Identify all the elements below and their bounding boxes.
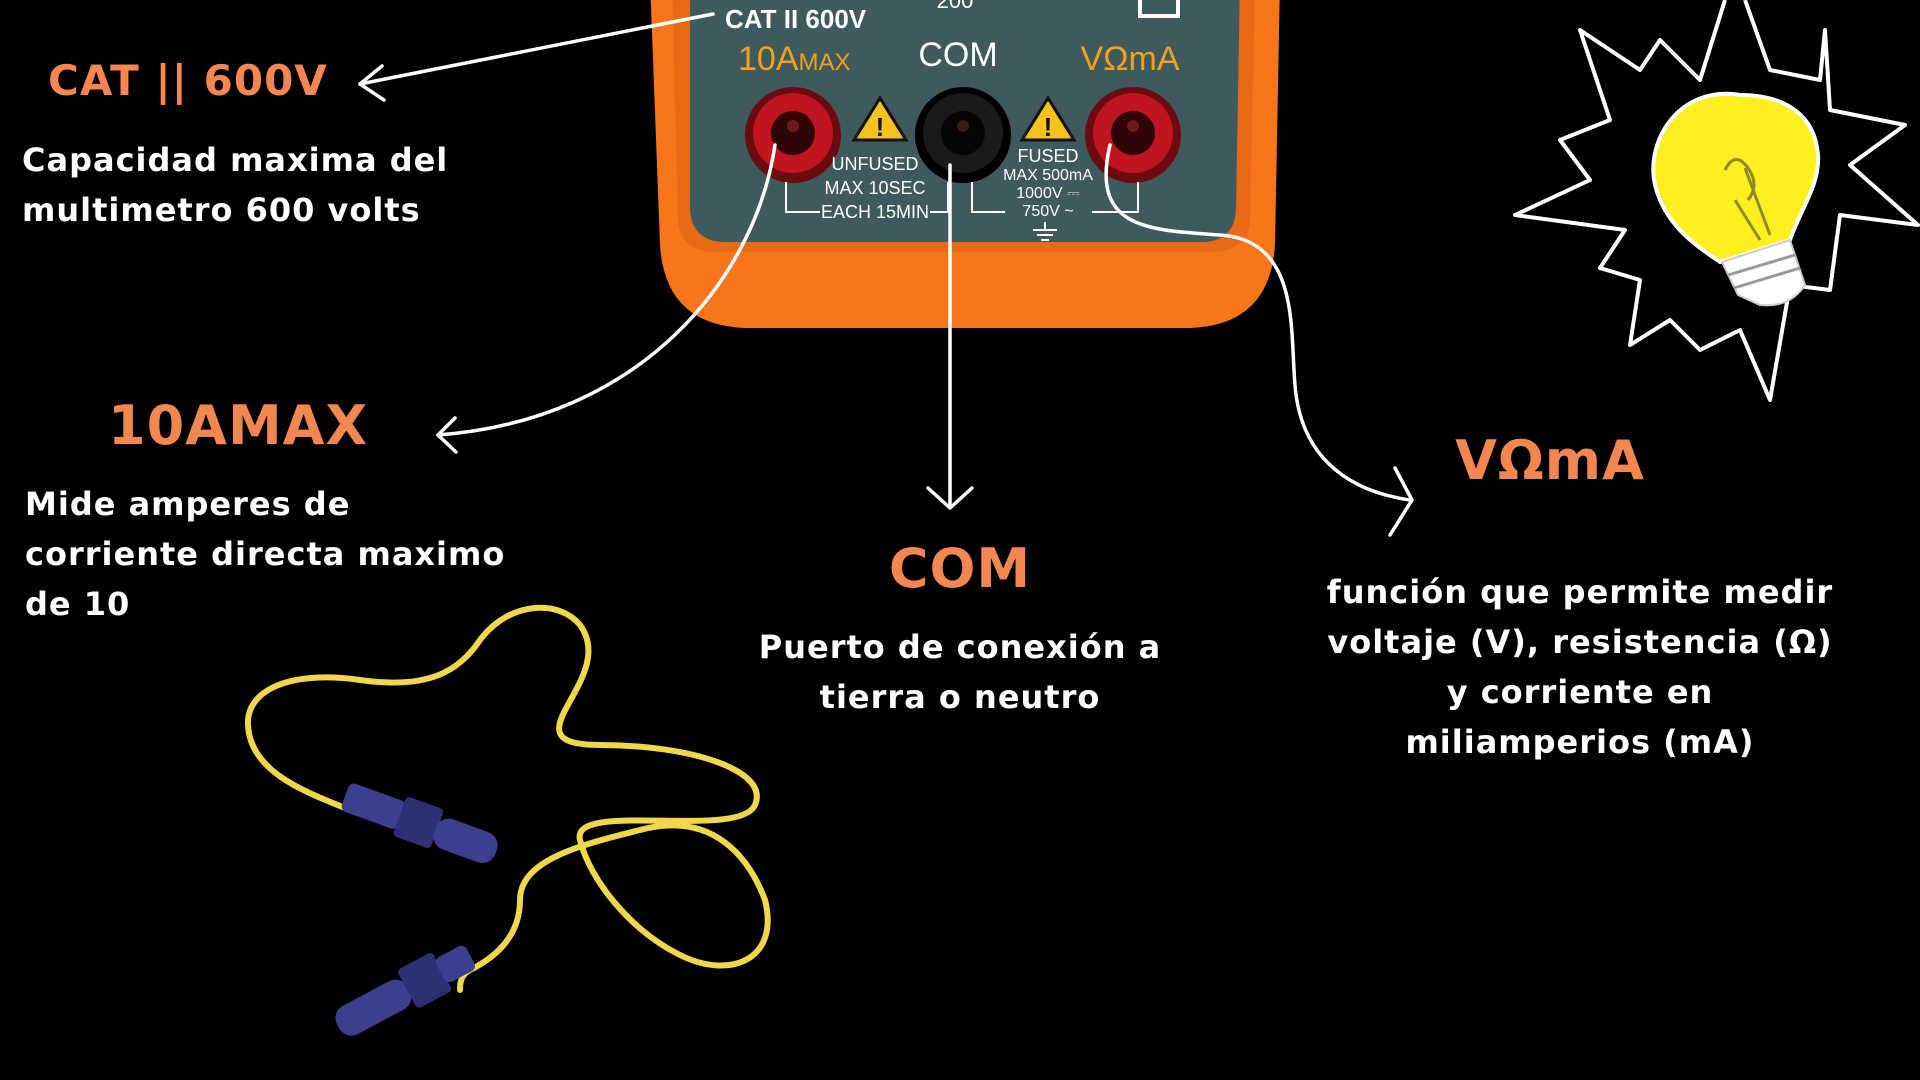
svg-text:!: ! (1044, 112, 1053, 142)
vma-description: función que permite medir voltaje (V), r… (1300, 567, 1860, 767)
unfused-line-2: MAX 10SEC (824, 178, 925, 198)
jack-10a (745, 87, 841, 183)
com-heading: COM (888, 537, 1032, 600)
unfused-line-3: EACH 15MIN (821, 202, 929, 222)
description-line: Capacidad maxima del (22, 141, 449, 179)
arrow-icon (436, 143, 777, 454)
fused-line-3: 1000V ⎓ (1016, 185, 1080, 202)
fused-line-2: MAX 500mA (1003, 167, 1093, 184)
vma-heading: VΩmA (1455, 429, 1645, 492)
arrow-icon (1104, 143, 1414, 537)
port-label-com: COM (918, 36, 997, 74)
10amax-heading: 10AMAX (108, 394, 369, 457)
10amax-description: Mide amperes de corriente directa maximo… (25, 479, 505, 629)
description-line: miliamperios (mA) (1405, 723, 1755, 761)
fused-line-1: FUSED (1017, 146, 1078, 166)
warning-icon: ! (1019, 95, 1077, 142)
arrow-icon (926, 163, 974, 510)
arrow-icon (358, 12, 715, 102)
lightbulb-icon (1513, 0, 1920, 402)
description-line: corriente directa maximo (25, 535, 506, 573)
meter-cat-rating: CAT II 600V (725, 4, 867, 34)
svg-text:!: ! (876, 112, 885, 142)
port-label-10a: 10AMAX (738, 40, 851, 78)
description-line: función que permite medir (1326, 573, 1834, 611)
description-line: Puerto de conexión a (758, 628, 1162, 666)
description-line: voltaje (V), resistencia (Ω) (1327, 623, 1833, 661)
warning-icon: ! (851, 95, 909, 142)
cat-rating-heading: CAT || 600V (48, 56, 328, 105)
jack-vma (1085, 87, 1181, 183)
top-cut-text: 200 (937, 0, 974, 13)
multimeter: 200 CAT II 600V 10AMAX COM VΩmA ! (650, 0, 1280, 328)
port-label-vma: VΩmA (1080, 40, 1179, 78)
ground-icon (1033, 222, 1057, 241)
square-symbol-icon (1138, 0, 1180, 18)
cat-rating-description: Capacidad maxima del multimetro 600 volt… (22, 135, 448, 235)
description-line: de 10 (25, 585, 131, 623)
description-line: tierra o neutro (819, 678, 1101, 716)
fused-line-4: 750V ~ (1022, 203, 1073, 220)
description-line: Mide amperes de (25, 485, 351, 523)
com-description: Puerto de conexión a tierra o neutro (700, 622, 1220, 722)
description-line: multimetro 600 volts (22, 191, 421, 229)
unfused-line-1: UNFUSED (831, 154, 918, 174)
jack-com (915, 87, 1011, 183)
test-leads-icon (244, 604, 771, 1036)
description-line: y corriente en (1446, 673, 1714, 711)
